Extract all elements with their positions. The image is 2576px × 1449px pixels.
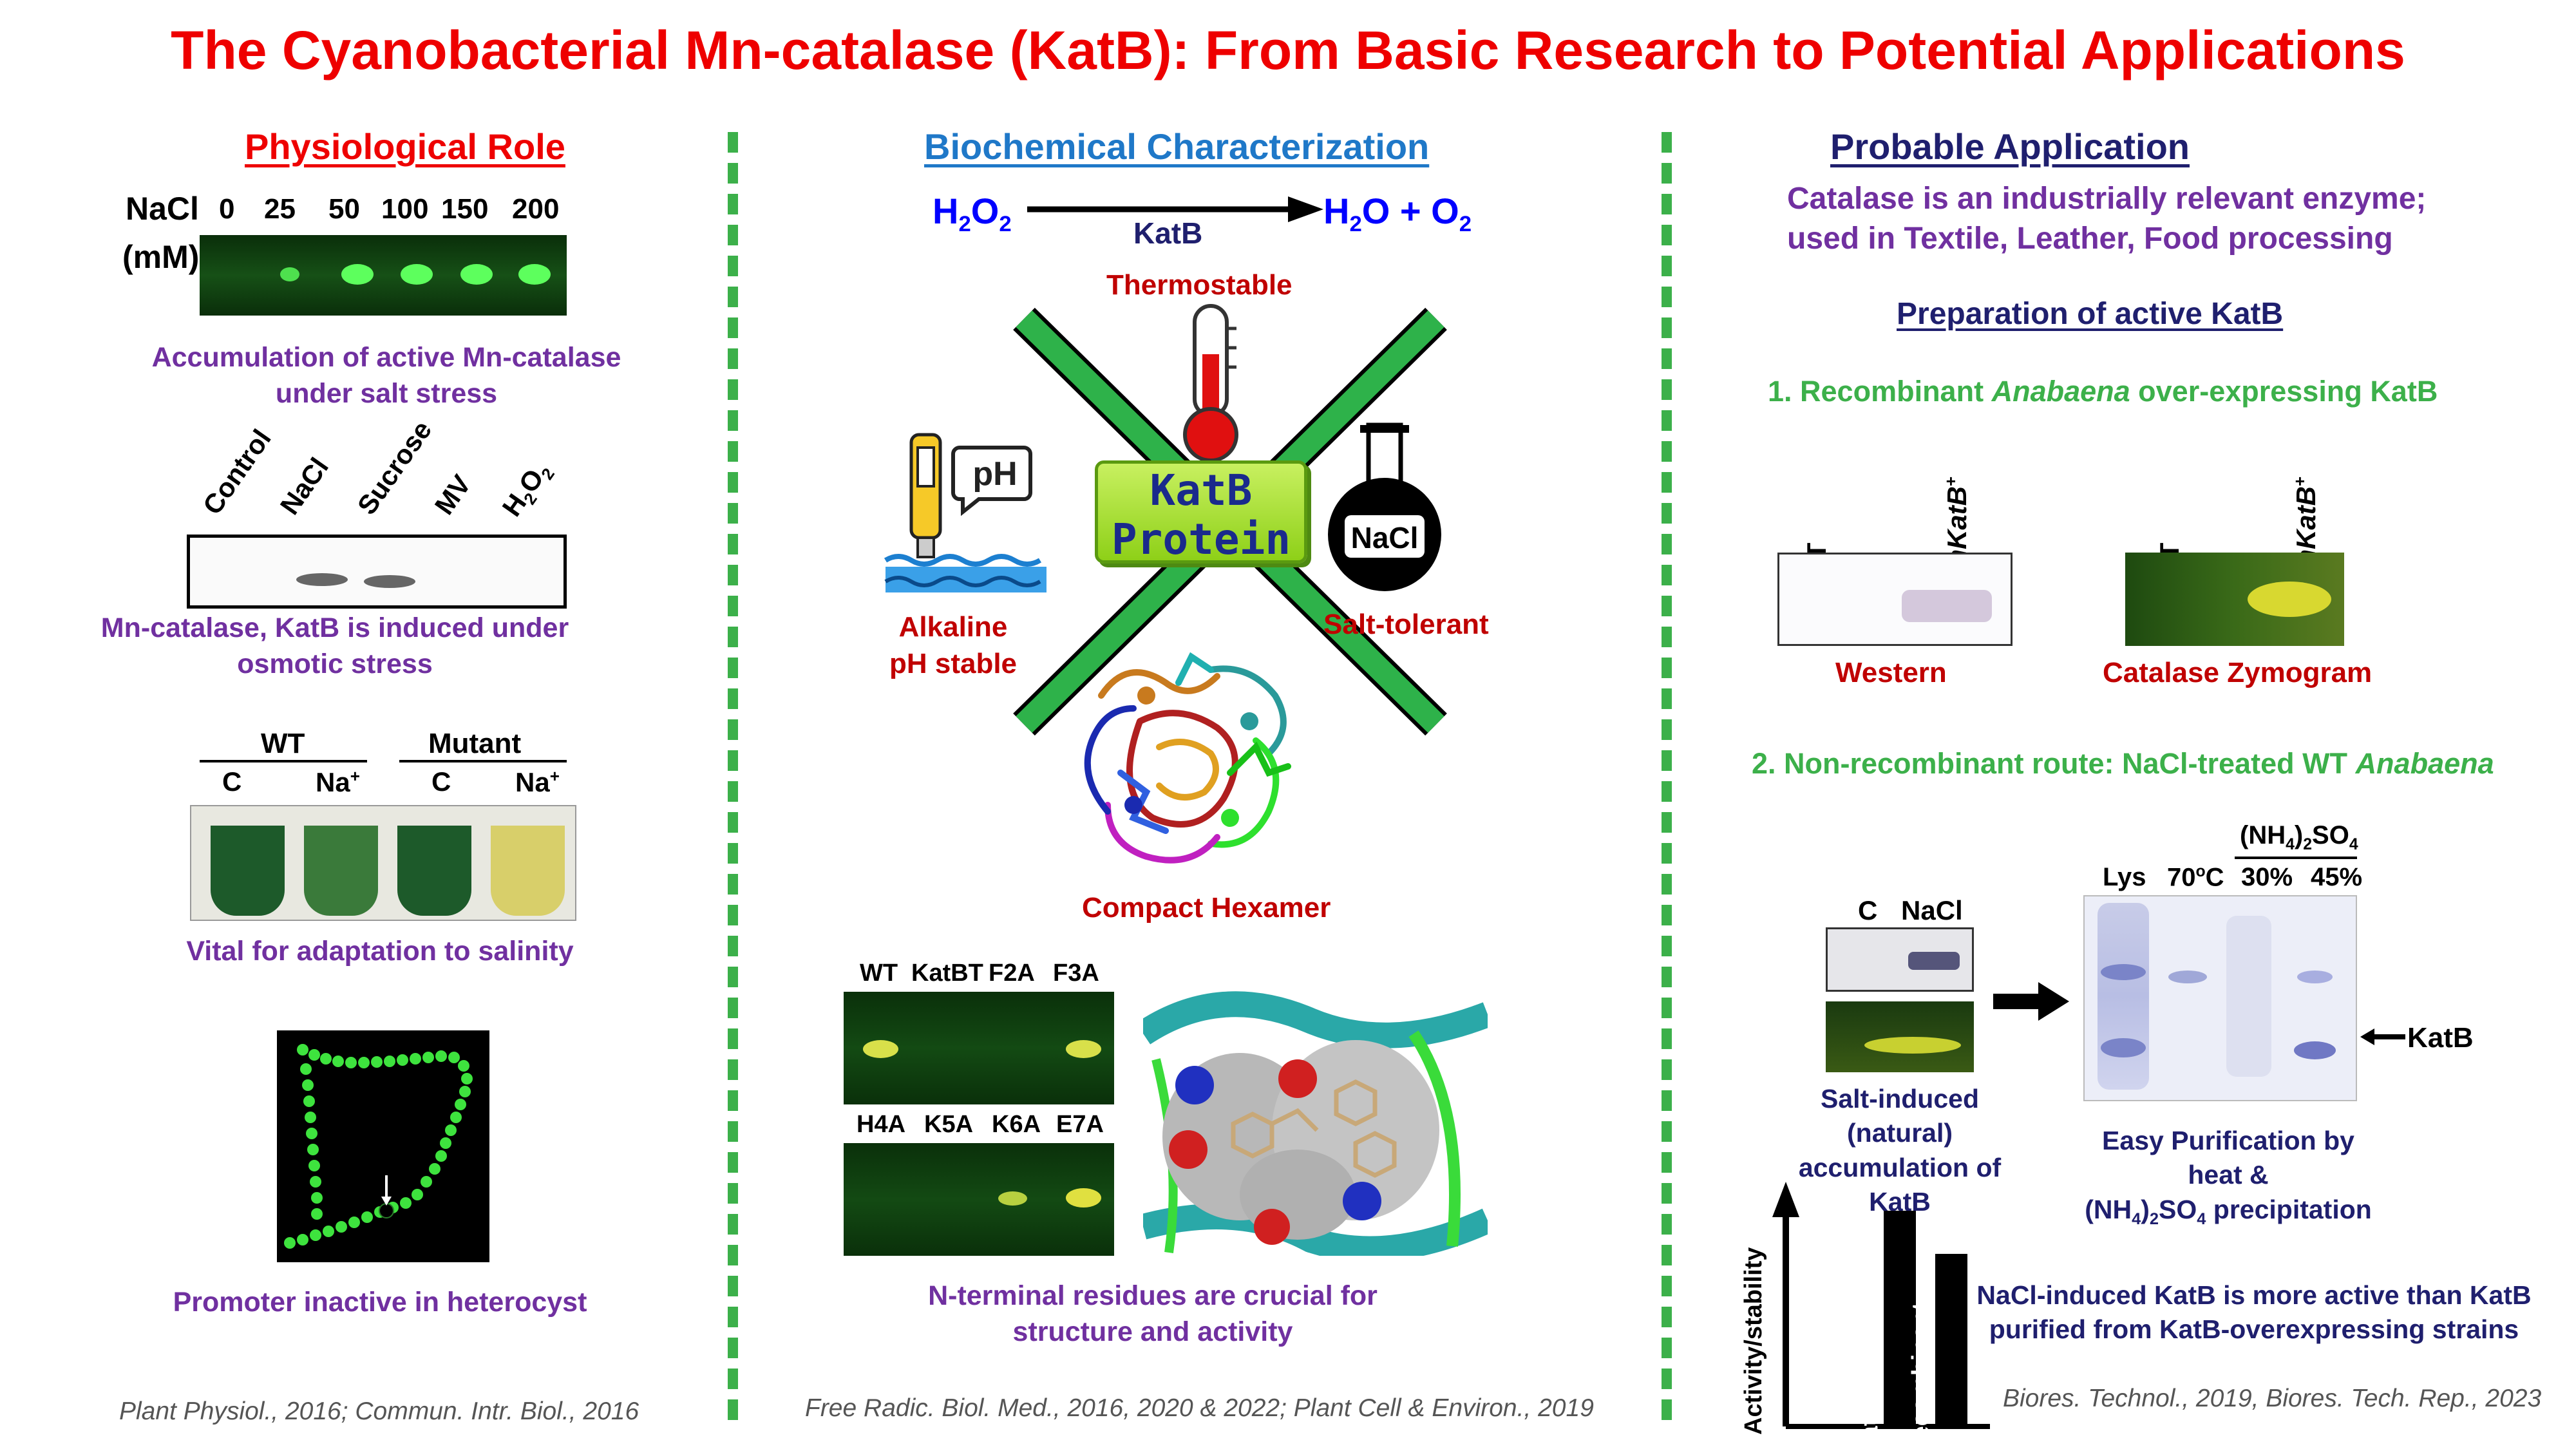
nacl-conc-200: 200	[512, 193, 560, 225]
hexamer-structure-image	[1084, 652, 1291, 864]
zymogram-label: Catalase Zymogram	[2103, 657, 2372, 688]
culture-tubes-photo	[190, 805, 576, 921]
caption-osmotic-stress: Mn-catalase, KatB is induced under osmot…	[100, 612, 569, 679]
right-reference: Biores. Technol., 2019, Biores. Tech. Re…	[2003, 1385, 2542, 1412]
bar-natural	[1884, 1211, 1916, 1426]
purif-lane-lys: Lys	[2103, 863, 2146, 891]
biochemical-heading: Biochemical Characterization	[924, 126, 1430, 167]
bar-chart-ylabel: Activity/stability	[1740, 1247, 1767, 1435]
caption-salt-induced: Salt-induced (natural) accumulation of K…	[1798, 1084, 2002, 1217]
thermometer-icon	[1183, 304, 1238, 462]
strain-mutant-label: Mutant	[428, 728, 522, 759]
step1-recombinant: 1. Recombinant Anabaena over-expressing …	[1768, 375, 2438, 408]
probable-application-heading: Probable Application	[1830, 126, 2190, 167]
ammonium-sulfate-bracket	[2235, 857, 2357, 859]
step2-non-recombinant: 2. Non-recombinant route: NaCl-treated W…	[1752, 747, 2494, 780]
reaction-products: H2O + O2	[1323, 191, 1472, 237]
mutant-zymogram-bottom	[844, 1143, 1114, 1256]
katb-protein-box: KatB Protein	[1095, 460, 1307, 564]
conclusion-text: NaCl-induced KatB is more active than Ka…	[1976, 1280, 2532, 1345]
mutant-k6a: K6A	[992, 1111, 1041, 1138]
katb-band-arrow	[2360, 1028, 2405, 1045]
purif-lane-70c: 70oC	[2167, 863, 2224, 892]
left-reference: Plant Physiol., 2016; Commun. Intr. Biol…	[119, 1397, 639, 1425]
middle-reference: Free Radic. Biol. Med., 2016, 2020 & 202…	[805, 1394, 1594, 1422]
katb-band-label: KatB	[2407, 1022, 2474, 1054]
lane-mv: MV	[428, 469, 477, 520]
preparation-heading: Preparation of active KatB	[1897, 297, 2284, 331]
nacl-conc-0: 0	[219, 193, 235, 225]
nacl-label: NaCl	[126, 191, 199, 227]
purification-sds-gel	[2083, 895, 2357, 1101]
salt-induced-zymogram	[1826, 1001, 1974, 1072]
lane-sucrose: Sucrose	[351, 415, 438, 520]
lane-h2o2: H2O2	[496, 463, 558, 522]
mutant-bracket	[399, 760, 567, 762]
mutant-e7a: E7A	[1056, 1111, 1104, 1138]
process-arrow	[1993, 982, 2069, 1021]
nacl-flask-icon: NaCl	[1328, 422, 1441, 591]
salt-stress-zymogram	[200, 235, 567, 316]
mm-label: (mM)	[122, 239, 200, 275]
tube-label-wt-c: C	[222, 766, 242, 797]
nacl-flask-text: NaCl	[1351, 521, 1419, 554]
western-blot	[1777, 553, 2012, 646]
reaction-substrate: H2O2	[933, 191, 1012, 237]
nacl-conc-50: 50	[328, 193, 360, 225]
strain-wt-label: WT	[261, 728, 305, 759]
lane-control: Control	[196, 424, 277, 520]
bar-label-natural: Natural	[1856, 1373, 1883, 1449]
n-terminal-structure-image	[1143, 982, 1488, 1256]
caption-heterocyst: Promoter inactive in heterocyst	[173, 1287, 587, 1318]
western-label: Western	[1835, 657, 1947, 688]
page-title: The Cyanobacterial Mn-catalase (KatB): F…	[171, 20, 2405, 80]
tube-label-mutant-c: C	[431, 766, 451, 797]
physiological-role-heading: Physiological Role	[245, 126, 565, 167]
bar-recombinant	[1935, 1254, 1967, 1426]
caption-purification: Easy Purification by heat & (NH4)2SO4 pr…	[2085, 1126, 2372, 1228]
catalase-zymogram-blot	[2125, 553, 2344, 646]
column-divider-right	[1662, 132, 1672, 1420]
purif-lane-30: 30%	[2241, 863, 2293, 891]
mutant-wt: WT	[860, 960, 898, 987]
mutant-h4a: H4A	[857, 1111, 906, 1138]
heterocyst-micrograph	[277, 1030, 489, 1262]
mutant-zymogram-top	[844, 992, 1114, 1104]
tube-label-mutant-na: Na+	[515, 766, 560, 797]
reaction-arrow	[1027, 196, 1323, 222]
thermostable-label: Thermostable	[1106, 269, 1293, 301]
osmotic-stress-western	[187, 535, 567, 609]
salt-lane-nacl: NaCl	[1901, 895, 1963, 925]
purif-lane-45: 45%	[2311, 863, 2363, 891]
ammonium-sulfate-label: (NH4)2SO4	[2240, 821, 2358, 853]
reaction-enzyme: KatB	[1133, 216, 1203, 250]
nacl-conc-150: 150	[441, 193, 489, 225]
caption-n-terminal: N-terminal residues are crucial for stru…	[928, 1280, 1378, 1347]
salt-tolerant-label: Salt-tolerant	[1323, 609, 1489, 640]
nacl-conc-25: 25	[264, 193, 296, 225]
mutant-katbt: KatBT	[911, 960, 983, 987]
caption-salt-accumulation: Accumulation of active Mn-catalase under…	[151, 342, 621, 409]
activity-bar-chart	[1772, 1182, 1990, 1429]
mutant-f3a: F3A	[1053, 960, 1099, 987]
tube-label-wt-na: Na+	[316, 766, 360, 797]
mutant-k5a: K5A	[924, 1111, 974, 1138]
industrial-relevance-text: Catalase is an industrially relevant enz…	[1787, 182, 2427, 256]
ph-meter-icon: pH	[884, 433, 1046, 592]
caption-salinity-adaptation: Vital for adaptation to salinity	[186, 936, 574, 967]
nacl-conc-100: 100	[381, 193, 429, 225]
alkaline-ph-label: Alkaline pH stable	[889, 611, 1018, 680]
salt-lane-c: C	[1858, 895, 1878, 925]
mutant-f2a: F2A	[989, 960, 1035, 987]
lane-nacl: NaCl	[274, 452, 335, 520]
column-divider-left	[728, 132, 738, 1420]
bar-label-recombinant: Recombinant	[1908, 1302, 1935, 1449]
ph-icon-text: pH	[972, 455, 1017, 493]
salt-induced-western	[1826, 927, 1974, 992]
hexamer-label: Compact Hexamer	[1082, 892, 1331, 923]
wt-bracket	[200, 760, 367, 762]
